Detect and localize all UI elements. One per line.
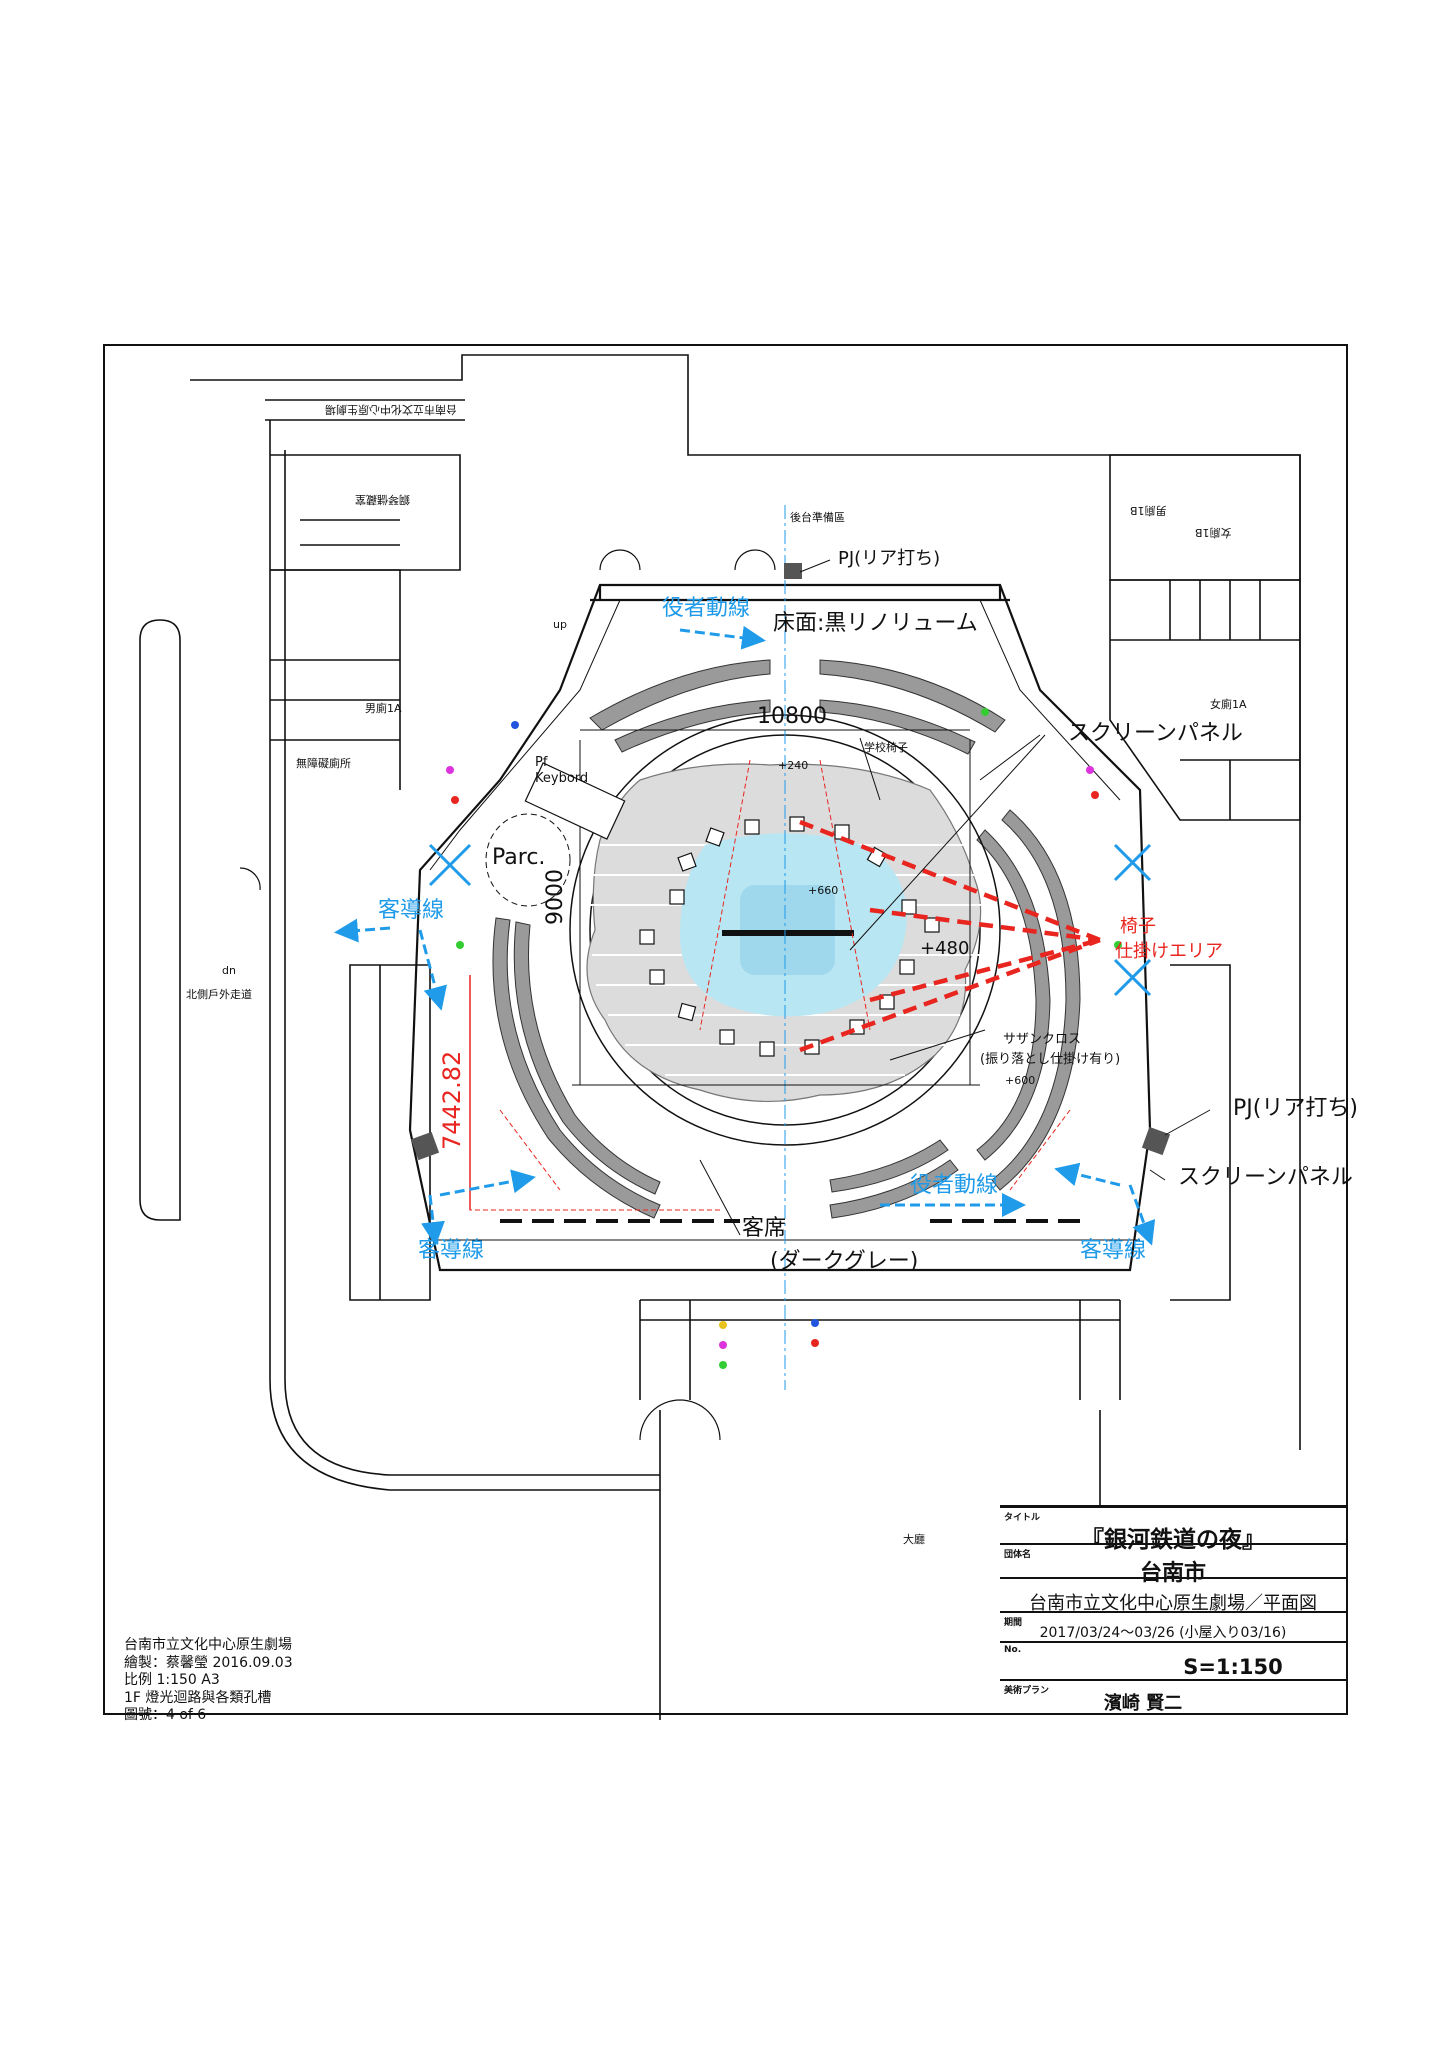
org-row: 団体名 台南市 xyxy=(1000,1543,1346,1586)
label-accessible: 無障礙廁所 xyxy=(296,757,351,770)
leader-lines xyxy=(699,559,1211,1236)
chair-trick-lines xyxy=(799,819,1101,1053)
label-rear-prep: 後台準備區 xyxy=(790,511,845,524)
title-block: タイトル 『銀河鉄道の夜』 団体名 台南市 台南市立文化中心原生劇場／平面図 期… xyxy=(1000,1505,1346,1715)
sheet-note-line: 1F 燈光迴路與各類孔槽 xyxy=(124,1689,272,1706)
dimension-lines xyxy=(572,729,980,1086)
scale-row: No. S=1:150 xyxy=(1000,1641,1346,1681)
venue-row: 台南市立文化中心原生劇場／平面図 xyxy=(1000,1577,1346,1614)
building-walls xyxy=(139,354,1301,1720)
dim-width: 10800 xyxy=(757,704,827,729)
label-piano-storage: 鋼琴儲藏室 xyxy=(355,493,410,506)
callout-audience-1: 客席 xyxy=(742,1216,787,1241)
route-guest-left-lower: 客導線 xyxy=(418,1238,485,1263)
dim-depth: 9000 xyxy=(543,869,568,925)
designer-row: 美術プラン 濱崎 賢二 xyxy=(1000,1679,1346,1715)
title-value: 『銀河鉄道の夜』 xyxy=(1081,1527,1265,1553)
route-actor-bottom: 役者動線 xyxy=(910,1173,999,1198)
sheet-note-line: 圖號：4 of 6 xyxy=(124,1707,207,1723)
dim-h600: +600 xyxy=(1005,1074,1036,1087)
label-men-1b: 男廁1B xyxy=(1130,504,1167,517)
label-women-1b: 女廁1B xyxy=(1195,526,1232,539)
label-backstage-corridor: 台南市立文化中心原生劇場 xyxy=(325,403,457,416)
label-men-1a: 男廁1A xyxy=(365,702,402,715)
callout-projector-right: PJ(リア打ち) xyxy=(1233,1096,1358,1121)
label-women-1a: 女廁1A xyxy=(1210,698,1247,711)
plan-caption: 美術プラン xyxy=(1004,1686,1050,1696)
callout-audience-2: (ダークグレー) xyxy=(770,1249,919,1274)
period-row: 期間 2017/03/24～03/26 (小屋入り03/16) xyxy=(1000,1611,1346,1643)
dim-h660: +660 xyxy=(808,884,839,897)
period-value: 2017/03/24～03/26 (小屋入り03/16) xyxy=(1039,1625,1287,1641)
label-north-walkway: 北側戶外走道 xyxy=(186,988,252,1001)
no-caption: No. xyxy=(1004,1645,1022,1655)
callout-chair-area-2: 仕掛けエリア xyxy=(1115,941,1223,962)
callout-southern-cross-1: サザンクロス xyxy=(1003,1032,1082,1047)
sheet-note-line: 台南市立文化中心原生劇場 xyxy=(124,1637,292,1653)
route-arrows xyxy=(334,625,1156,1246)
sheet-notes: 台南市立文化中心原生劇場 繪製：蔡馨瑩 2016.09.03 比例 1:150 … xyxy=(124,1637,293,1725)
callout-screen-top: スクリーンパネル xyxy=(1068,721,1243,746)
title-row: タイトル 『銀河鉄道の夜』 xyxy=(1000,1505,1346,1553)
center-track xyxy=(722,930,854,936)
dim-h240: +240 xyxy=(778,759,809,772)
scale-value: S=1:150 xyxy=(1183,1655,1283,1679)
callout-piano: Pf Keybord xyxy=(535,755,589,786)
doors xyxy=(239,549,776,1441)
designer-value: 濱崎 賢二 xyxy=(1103,1693,1183,1714)
projector-right xyxy=(1141,1126,1171,1156)
route-guest-left-upper: 客導線 xyxy=(378,898,445,923)
parc-outline xyxy=(485,813,571,907)
lighting-outlets xyxy=(446,708,1122,1369)
dim-offset: 7442.82 xyxy=(438,1050,466,1150)
label-lobby: 大廳 xyxy=(903,1533,925,1546)
callout-southern-cross-2: (振り落とし仕掛け有り) xyxy=(980,1052,1121,1067)
sheet-note-line: 比例 1:150 A3 xyxy=(124,1672,220,1688)
callout-school-chair: 学校椅子 xyxy=(864,741,908,754)
label-dn: dn xyxy=(222,964,236,977)
blocked-exit-marks xyxy=(428,843,1152,997)
org-value: 台南市 xyxy=(1139,1561,1206,1586)
projector-top xyxy=(784,563,802,579)
period-caption: 期間 xyxy=(1004,1618,1023,1628)
callout-projector-top: PJ(リア打ち) xyxy=(838,548,941,569)
dim-h480: +480 xyxy=(920,938,970,959)
venue-value: 台南市立文化中心原生劇場／平面図 xyxy=(1029,1593,1317,1614)
org-caption: 団体名 xyxy=(1004,1550,1032,1560)
callout-screen-right: スクリーンパネル xyxy=(1178,1165,1353,1190)
callout-chair-area-1: 椅子 xyxy=(1120,916,1156,937)
label-up-stair: up xyxy=(553,618,567,631)
piano-outline xyxy=(524,762,626,840)
route-actor-top: 役者動線 xyxy=(662,596,751,621)
stage-chairs xyxy=(639,816,940,1057)
callout-parc: Parc. xyxy=(492,845,546,870)
title-caption: タイトル xyxy=(1004,1513,1041,1523)
callout-floor-finish: 床面:黒リノリューム xyxy=(773,611,978,636)
projector-left xyxy=(410,1131,440,1161)
theatre-walls xyxy=(408,583,1152,1272)
route-guest-right-lower: 客導線 xyxy=(1080,1238,1147,1263)
sheet-note-line: 繪製：蔡馨瑩 2016.09.03 xyxy=(124,1654,293,1671)
sheet-frame xyxy=(103,344,1348,1715)
